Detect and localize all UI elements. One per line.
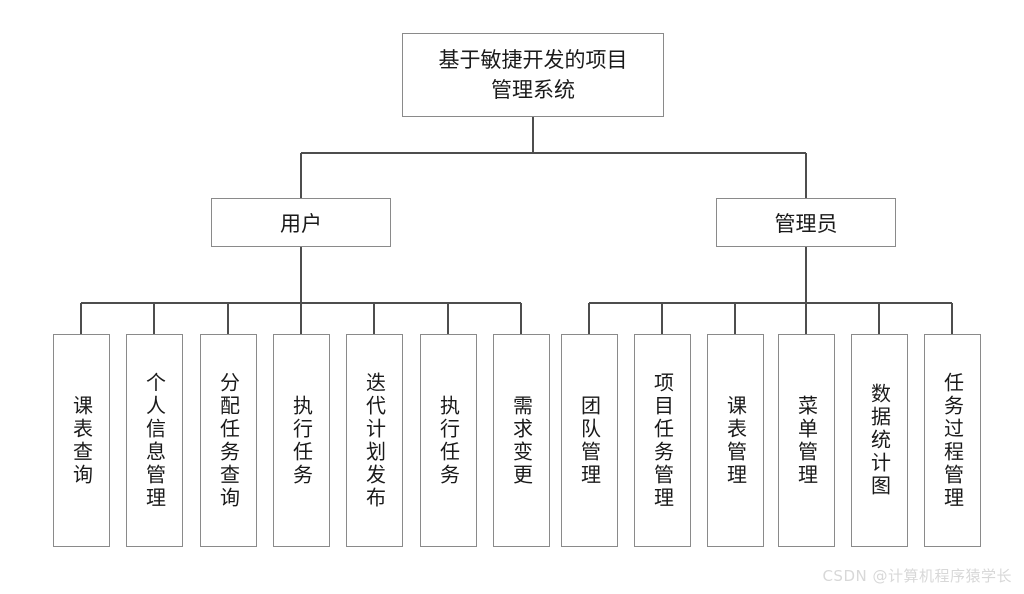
node-leaf-admin-3-label: 课表管理 <box>723 394 748 487</box>
node-leaf-user-3[interactable]: 分配任务查询 <box>200 334 257 547</box>
node-root-line1: 基于敏捷开发的项目 <box>438 47 628 72</box>
node-leaf-user-2[interactable]: 个人信息管理 <box>126 334 183 547</box>
watermark: CSDN @计算机程序猿学长 <box>822 567 1012 585</box>
node-leaf-user-6[interactable]: 执行任务 <box>420 334 477 547</box>
node-root-line2: 管理系统 <box>491 78 575 102</box>
node-branch-user[interactable]: 用户 <box>211 198 391 247</box>
node-leaf-user-1[interactable]: 课表查询 <box>53 334 110 547</box>
node-root-text: 基于敏捷开发的项目 管理系统 <box>439 45 628 106</box>
node-leaf-user-5[interactable]: 迭代计划发布 <box>346 334 403 547</box>
node-leaf-admin-3[interactable]: 课表管理 <box>707 334 764 547</box>
node-leaf-user-3-label: 分配任务查询 <box>216 371 241 510</box>
node-leaf-user-5-label: 迭代计划发布 <box>362 371 387 510</box>
node-leaf-admin-4[interactable]: 菜单管理 <box>778 334 835 547</box>
node-leaf-user-1-label: 课表查询 <box>69 394 94 487</box>
node-branch-user-label: 用户 <box>280 211 322 236</box>
node-leaf-user-7-label: 需求变更 <box>509 394 534 487</box>
node-leaf-admin-5-label: 数据统计图 <box>867 383 892 498</box>
node-leaf-user-4-label: 执行任务 <box>289 394 314 487</box>
node-leaf-admin-2[interactable]: 项目任务管理 <box>634 334 691 547</box>
node-leaf-admin-5[interactable]: 数据统计图 <box>851 334 908 547</box>
node-leaf-admin-1-label: 团队管理 <box>577 394 602 487</box>
node-leaf-user-6-label: 执行任务 <box>436 394 461 487</box>
node-leaf-admin-6-label: 任务过程管理 <box>940 371 965 510</box>
node-branch-admin-label: 管理员 <box>774 211 838 236</box>
node-leaf-user-4[interactable]: 执行任务 <box>273 334 330 547</box>
node-leaf-admin-6[interactable]: 任务过程管理 <box>924 334 981 547</box>
node-leaf-user-7[interactable]: 需求变更 <box>493 334 550 547</box>
node-branch-admin[interactable]: 管理员 <box>716 198 896 247</box>
node-root[interactable]: 基于敏捷开发的项目 管理系统 <box>402 33 664 117</box>
node-leaf-admin-1[interactable]: 团队管理 <box>561 334 618 547</box>
node-leaf-user-2-label: 个人信息管理 <box>142 371 167 510</box>
node-leaf-admin-2-label: 项目任务管理 <box>650 371 675 510</box>
node-leaf-admin-4-label: 菜单管理 <box>794 394 819 487</box>
